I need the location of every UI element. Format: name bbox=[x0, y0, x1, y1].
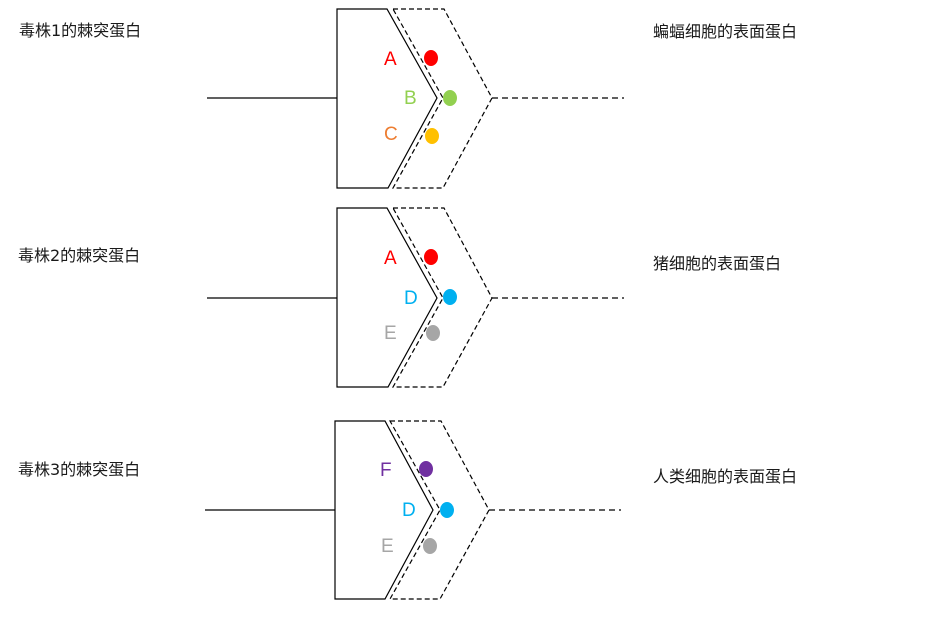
site-letter: B bbox=[404, 88, 417, 109]
site-letter: C bbox=[384, 124, 398, 145]
binding-site-dot bbox=[424, 50, 438, 66]
site-letter: F bbox=[380, 460, 392, 481]
site-letter: D bbox=[402, 500, 416, 521]
cell-2-label: 猪细胞的表面蛋白 bbox=[653, 254, 782, 273]
strain-2-label: 毒株2的棘突蛋白 bbox=[18, 246, 141, 265]
binding-site-dot bbox=[423, 538, 437, 554]
binding-site-dot bbox=[426, 325, 440, 341]
binding-row-2: A D E bbox=[207, 207, 624, 388]
binding-row-3: F D E bbox=[205, 420, 621, 600]
binding-site-dot bbox=[424, 249, 438, 265]
spike-protein-shape bbox=[336, 8, 438, 189]
strain-3-label: 毒株3的棘突蛋白 bbox=[18, 460, 141, 479]
site-letter: A bbox=[384, 49, 397, 70]
spike-protein-shape bbox=[336, 207, 438, 388]
spike-protein-shape bbox=[334, 420, 434, 600]
site-letter: E bbox=[381, 536, 394, 557]
binding-site-dot bbox=[425, 128, 439, 144]
cell-3-label: 人类细胞的表面蛋白 bbox=[653, 467, 798, 486]
binding-site-dot bbox=[443, 90, 457, 106]
site-letter: A bbox=[384, 248, 397, 269]
receptor-shape bbox=[391, 8, 493, 189]
site-letter: E bbox=[384, 323, 397, 344]
receptor-shape bbox=[391, 207, 493, 388]
cell-1-label: 蝙蝠细胞的表面蛋白 bbox=[653, 22, 798, 41]
site-letter: D bbox=[404, 288, 418, 309]
receptor-shape bbox=[388, 420, 490, 600]
binding-site-dot bbox=[419, 461, 433, 477]
strain-1-label: 毒株1的棘突蛋白 bbox=[19, 21, 142, 40]
binding-site-dot bbox=[440, 502, 454, 518]
binding-site-dot bbox=[443, 289, 457, 305]
binding-row-1: A B C bbox=[207, 8, 624, 189]
